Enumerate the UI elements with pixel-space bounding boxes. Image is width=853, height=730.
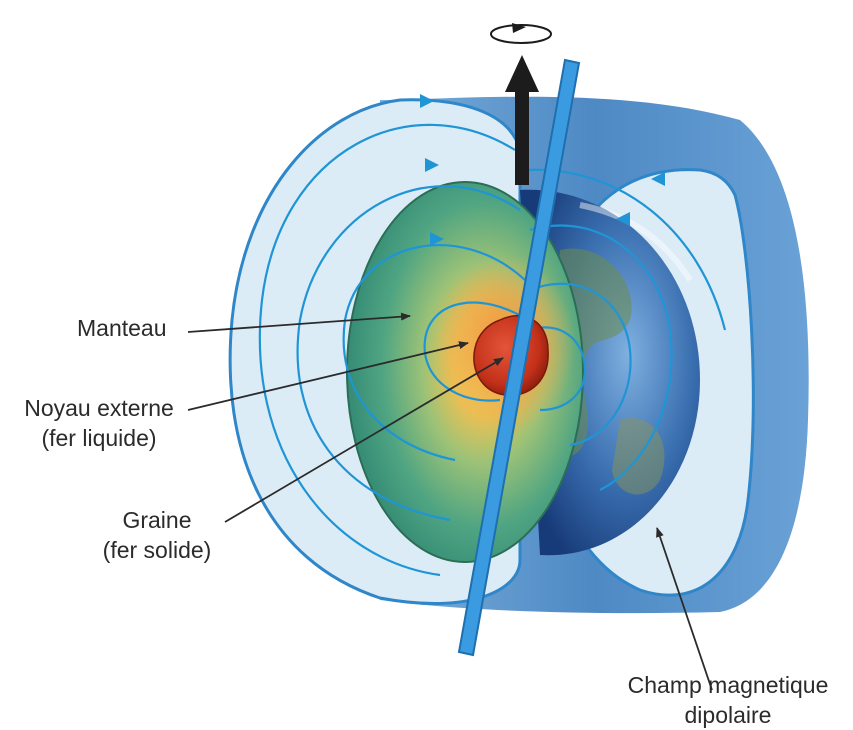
label-graine: Graine (fer solide)	[82, 505, 232, 565]
field-lines	[258, 123, 727, 577]
label-noyau-externe: Noyau externe (fer liquide)	[10, 393, 188, 453]
field-direction-arrows	[420, 94, 665, 246]
leader-champ	[656, 527, 713, 691]
label-graine-line1: Graine	[122, 507, 192, 533]
field-line-outer-left	[258, 123, 516, 577]
field-line-inner-right	[529, 282, 632, 447]
rotation-direction-arrow	[505, 55, 539, 185]
field-line-core-left	[423, 301, 529, 402]
field-line-inner-left	[342, 244, 526, 462]
label-noyau-line1: Noyau externe	[24, 395, 174, 421]
label-champ-line2: dipolaire	[684, 702, 772, 728]
leader-manteau	[187, 312, 411, 333]
label-manteau: Manteau	[77, 315, 167, 341]
field-line-mid-left	[296, 185, 521, 522]
label-champ-magnetique: Champ magnetique dipolaire	[608, 670, 848, 730]
label-noyau-line2: (fer liquide)	[41, 425, 157, 451]
label-champ-line1: Champ magnetique	[627, 672, 829, 698]
rotation-arrow-icon	[490, 23, 552, 44]
field-line-mid-right	[529, 224, 673, 491]
leader-lines	[187, 312, 713, 691]
leader-graine	[224, 357, 504, 523]
label-graine-line2: (fer solide)	[102, 537, 212, 563]
rotation-axis	[457, 58, 581, 657]
leader-noyau	[187, 341, 469, 411]
field-line-outer-right	[524, 168, 727, 331]
field-line-core-right	[529, 326, 587, 412]
